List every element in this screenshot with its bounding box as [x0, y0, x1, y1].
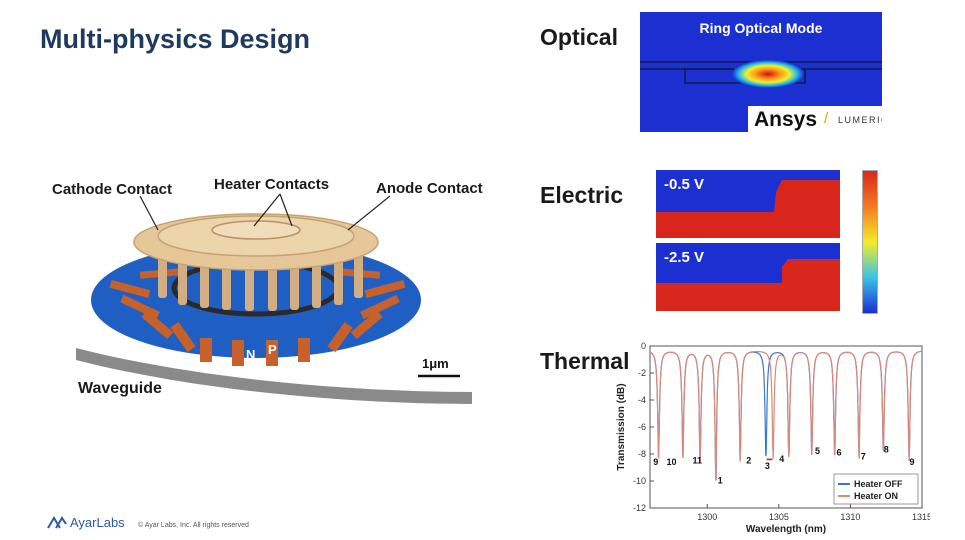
resonance-annotation: 4	[779, 454, 784, 464]
y-tick-label: 0	[641, 341, 646, 351]
resonance-annotation: 11	[692, 455, 702, 465]
x-tick-label: 1305	[769, 512, 789, 522]
legend-entry: Heater OFF	[854, 479, 903, 489]
n-doping-label: N	[246, 347, 256, 362]
electric-label: Electric	[540, 182, 624, 208]
y-tick-label: -12	[633, 503, 646, 513]
ayarlabs-logo-text: AyarLabs	[70, 515, 125, 530]
copyright-footer: © Ayar Labs, Inc. All rights reserved	[138, 522, 249, 529]
electric-colorbar	[862, 170, 878, 314]
x-axis-label: Wavelength (nm)	[746, 524, 826, 535]
resonance-annotation: 1	[718, 476, 723, 486]
resonance-annotation: 3	[765, 461, 770, 471]
voltage-label-2: -2.5 V	[664, 249, 705, 266]
y-tick-label: -10	[633, 476, 646, 486]
anode-contact-label: Anode Contact	[376, 180, 483, 197]
optical-mode-field	[640, 60, 882, 88]
slide-title: Multi-physics Design	[40, 24, 311, 54]
cathode-contact-label: Cathode Contact	[52, 181, 172, 198]
waveguide-shape	[76, 348, 472, 404]
optical-mode-panel: Ring Optical Mode Ansys / LUMERICAL	[640, 12, 882, 132]
doping-segments	[109, 268, 406, 366]
voltage-label-1: -0.5 V	[664, 176, 705, 193]
resonance-annotation: 9	[653, 457, 658, 467]
y-tick-label: -6	[638, 422, 646, 432]
x-tick-label: 1310	[840, 512, 860, 522]
ayarlabs-logo-icon	[47, 516, 67, 529]
slash-divider-icon: /	[824, 110, 829, 127]
p-doping-label: P	[268, 342, 277, 357]
electric-map-1: -0.5 V	[656, 170, 840, 238]
x-tick-label: 1315	[912, 512, 930, 522]
ansys-logo-bar: Ansys / LUMERICAL	[748, 106, 882, 132]
legend-entry: Heater ON	[854, 491, 898, 501]
lumerical-logo-text: LUMERICAL	[838, 115, 882, 125]
series-line-heater-on	[649, 350, 923, 481]
via-columns	[158, 248, 363, 311]
y-tick-label: -8	[638, 449, 646, 459]
resonance-annotation: 7	[861, 451, 866, 461]
heater-contacts-label: Heater Contacts	[214, 176, 330, 193]
resonance-annotation: 9	[909, 457, 914, 467]
x-tick-label: 1300	[697, 512, 717, 522]
ansys-logo-text: Ansys	[754, 108, 818, 131]
resonance-annotation: 5	[815, 446, 820, 456]
resonance-annotation: 2	[746, 455, 751, 465]
resonance-annotation: 10	[666, 457, 676, 467]
optical-panel-title: Ring Optical Mode	[699, 20, 823, 36]
y-tick-label: -2	[638, 368, 646, 378]
scale-label: 1μm	[422, 356, 449, 371]
thermal-label: Thermal	[540, 348, 630, 374]
waveguide-label: Waveguide	[78, 380, 162, 397]
electric-map-2: -2.5 V	[656, 243, 840, 311]
resonance-annotation: 6	[836, 447, 841, 457]
ring-device-illustration	[76, 193, 472, 404]
y-axis-label: Transmission (dB)	[616, 383, 627, 470]
heater-contact-ring	[211, 220, 301, 240]
optical-label: Optical	[540, 24, 618, 50]
y-tick-label: -4	[638, 395, 646, 405]
resonance-annotation: 8	[884, 445, 889, 455]
legend-box	[833, 473, 919, 505]
